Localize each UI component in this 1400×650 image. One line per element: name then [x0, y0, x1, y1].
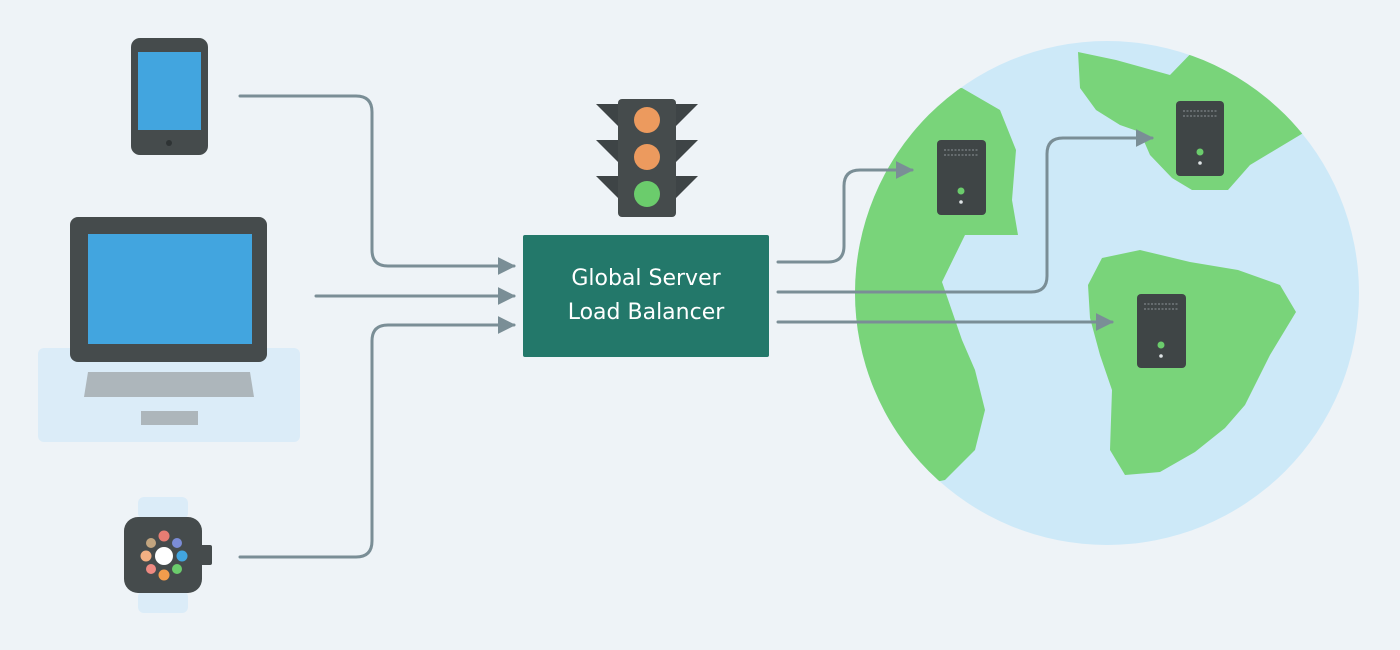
phone-to-balancer-arrow	[238, 94, 516, 275]
phone-icon	[131, 38, 208, 155]
smartwatch-icon	[124, 497, 212, 613]
server-icon	[937, 140, 986, 215]
balancer-to-server-2-arrow	[776, 129, 1154, 294]
balancer-to-server-1-arrow	[776, 161, 914, 264]
server-icon	[1176, 101, 1224, 176]
laptop-icon	[38, 217, 300, 442]
load-balancer-box	[523, 235, 769, 357]
watch-to-balancer-arrow	[238, 316, 516, 559]
traffic-light-icon	[596, 99, 698, 217]
server-icon	[1137, 294, 1186, 368]
globe-icon	[855, 41, 1359, 545]
